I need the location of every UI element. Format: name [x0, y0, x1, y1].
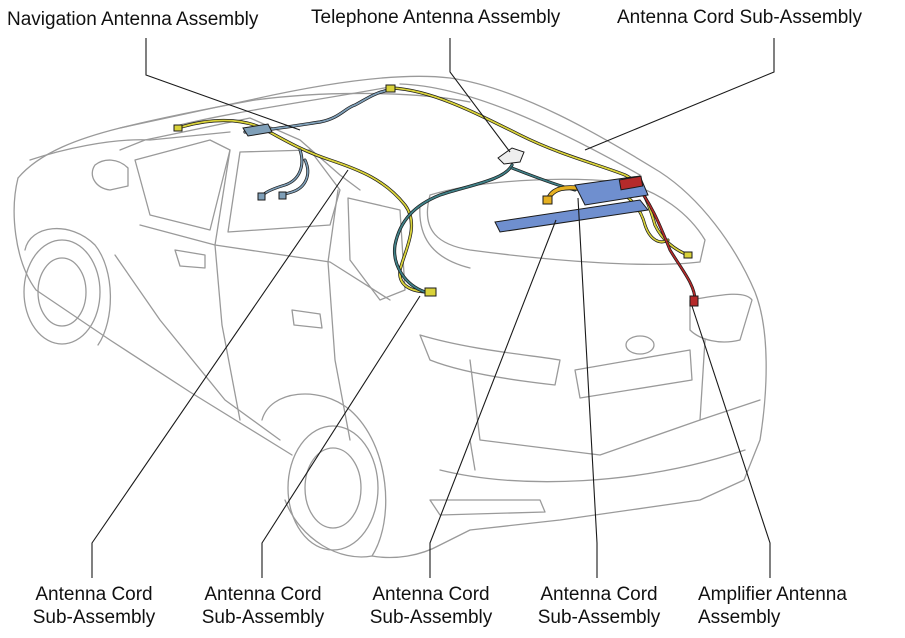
connector [173, 124, 183, 132]
leader-cord-2 [261, 295, 421, 578]
label-telephone-antenna: Telephone Antenna Assembly [311, 7, 561, 28]
connector [683, 251, 693, 259]
label-line-2: Sub-Assembly [32, 607, 156, 628]
label-line-1: Antenna Cord [540, 584, 658, 605]
cord-yellow-roof [390, 86, 690, 257]
label-line-1: Amplifier Antenna [698, 584, 847, 605]
connector [689, 295, 699, 307]
telephone-antenna-fin [497, 147, 525, 165]
label-line-1: Antenna Cord [204, 584, 322, 605]
antenna-components [173, 84, 699, 307]
leader-amplifier [691, 305, 771, 578]
label-line-2: Sub-Assembly [369, 607, 493, 628]
connector [424, 287, 437, 297]
amplifier-box [618, 175, 644, 191]
label-antenna-cord-2: Antenna Cord Sub-Assembly [193, 583, 333, 629]
connector [542, 195, 553, 205]
leader-cord-4 [577, 197, 598, 578]
label-line-2: Sub-Assembly [201, 607, 325, 628]
leader-lines [91, 38, 775, 578]
connector [278, 191, 287, 200]
connector [257, 192, 266, 201]
leader-telephone [449, 38, 511, 153]
leader-cord-top [584, 38, 775, 151]
navigation-antenna-pad [242, 123, 273, 137]
connector [385, 84, 396, 93]
leader-navigation [145, 38, 301, 131]
label-line-2: Assembly [698, 607, 781, 628]
label-line-1: Antenna Cord [35, 584, 153, 605]
label-antenna-cord-3: Antenna Cord Sub-Assembly [361, 583, 501, 629]
label-line-1: Antenna Cord [372, 584, 490, 605]
vehicle-outline [13, 75, 767, 559]
label-amplifier-antenna: Amplifier Antenna Assembly [698, 583, 847, 629]
label-navigation-antenna: Navigation Antenna Assembly [7, 9, 259, 30]
label-antenna-cord-4: Antenna Cord Sub-Assembly [529, 583, 669, 629]
label-antenna-cord-top: Antenna Cord Sub-Assembly [617, 7, 863, 28]
leader-cord-1 [91, 169, 349, 578]
label-antenna-cord-1: Antenna Cord Sub-Assembly [24, 583, 164, 629]
glass-antenna-panel [494, 199, 649, 233]
leader-cord-3 [429, 219, 557, 578]
label-line-2: Sub-Assembly [537, 607, 661, 628]
